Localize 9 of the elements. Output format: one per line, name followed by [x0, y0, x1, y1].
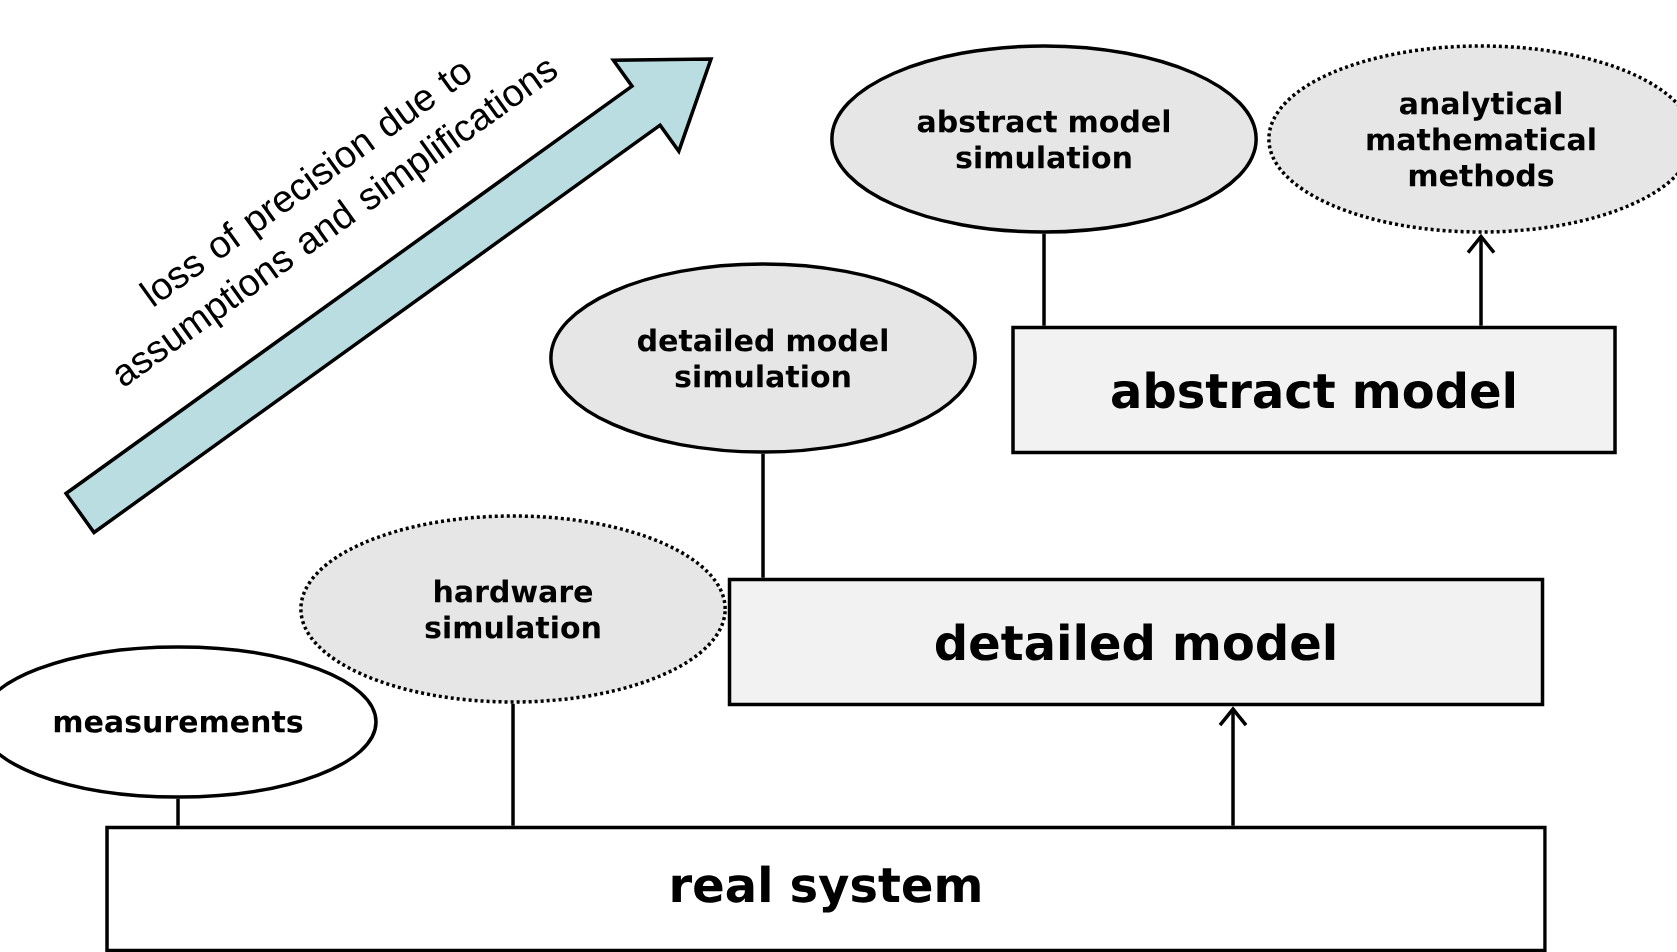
process-box: abstract model [1011, 325, 1617, 455]
arrow [1218, 706, 1248, 826]
connector-line [1042, 233, 1046, 326]
arrow [1466, 233, 1496, 326]
process-box: real system [105, 825, 1547, 952]
process-box: detailed model [727, 577, 1545, 707]
connector-line [761, 453, 765, 578]
connector-line [511, 703, 515, 826]
connector-line [176, 798, 180, 826]
